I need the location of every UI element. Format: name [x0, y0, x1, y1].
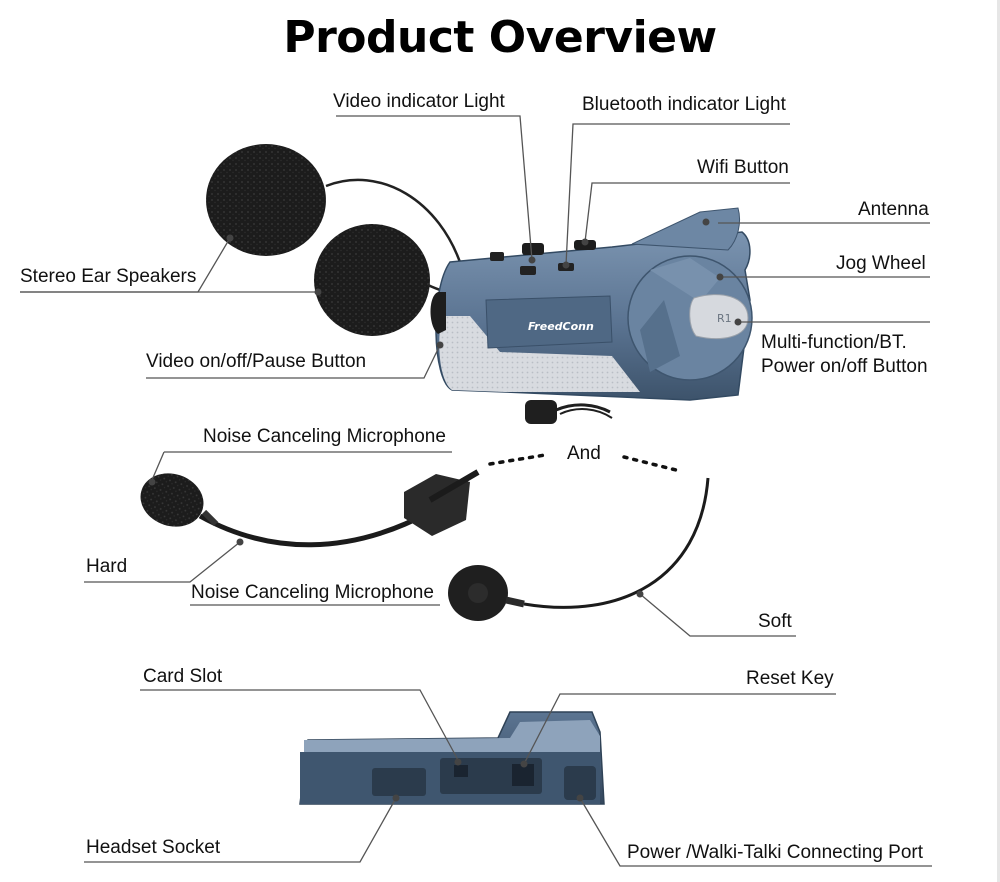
- page-right-border: [997, 0, 1000, 882]
- headset-socket-port: [372, 768, 426, 796]
- device-side-view: [299, 711, 605, 805]
- brand-logo: FreedConn: [528, 320, 594, 333]
- label-power-port: Power /Walki-Talki Connecting Port: [627, 842, 924, 863]
- label-card-slot: Card Slot: [143, 666, 223, 687]
- page-title: Product Overview: [283, 12, 717, 63]
- left-ear-speaker: [206, 144, 326, 256]
- label-hard: Hard: [86, 556, 128, 577]
- multifunction-button: [689, 294, 749, 339]
- label-video-button: Video on/off/Pause Button: [146, 351, 367, 372]
- and-dots-left: [488, 453, 547, 466]
- label-stereo-ear-speakers: Stereo Ear Speakers: [20, 266, 197, 287]
- soft-microphone: [448, 477, 710, 621]
- reset-key-port: [512, 764, 534, 786]
- intercom-device: R1 FreedConn: [430, 207, 753, 424]
- label-headset-socket: Headset Socket: [86, 837, 221, 858]
- speaker-cable: [325, 178, 464, 269]
- label-soft: Soft: [758, 611, 792, 632]
- svg-text:R1: R1: [717, 312, 732, 325]
- video-indicator-light: [490, 252, 504, 261]
- power-port: [564, 766, 596, 800]
- label-video-indicator-light: Video indicator Light: [333, 91, 505, 112]
- hard-microphone: [140, 469, 480, 548]
- right-ear-speaker: [314, 224, 430, 336]
- label-and: And: [567, 443, 601, 464]
- label-noise-mic-top: Noise Canceling Microphone: [203, 426, 446, 447]
- label-antenna: Antenna: [858, 199, 929, 220]
- label-wifi-button: Wifi Button: [697, 157, 789, 178]
- label-noise-mic-bottom: Noise Canceling Microphone: [191, 582, 434, 603]
- label-multifunction-line1: Multi-function/BT.: [761, 332, 907, 353]
- video-button: [430, 292, 446, 334]
- antenna: [631, 207, 741, 251]
- label-bluetooth-indicator-light: Bluetooth indicator Light: [582, 94, 786, 115]
- leader-lines: [20, 115, 932, 867]
- label-jog-wheel: Jog Wheel: [836, 253, 926, 274]
- leader-dots: [148, 218, 742, 802]
- label-multifunction-line2: Power on/off Button: [761, 356, 928, 377]
- and-dots-right: [622, 455, 678, 472]
- label-reset-key: Reset Key: [746, 668, 834, 689]
- mic-connector: [525, 400, 557, 424]
